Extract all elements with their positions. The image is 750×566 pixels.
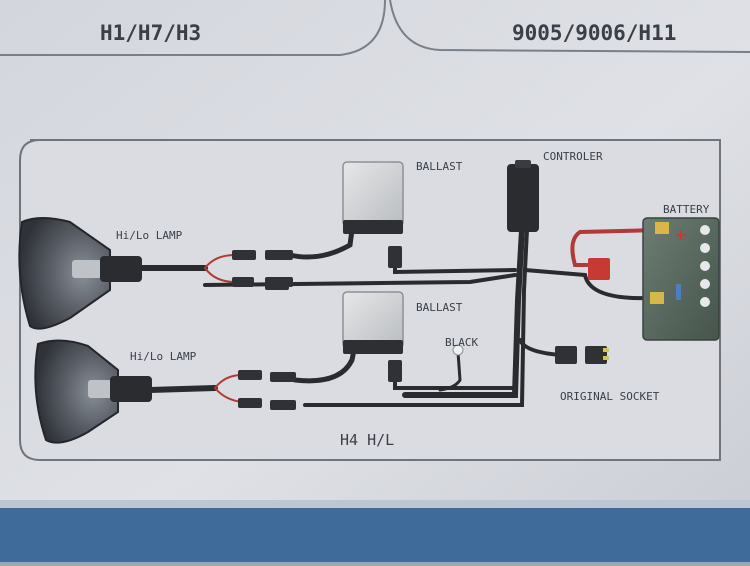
lower-connector-a: [238, 370, 262, 380]
lower-ballast-label: BALLAST: [416, 301, 463, 314]
battery-plus-sign: +: [676, 225, 686, 244]
lower-ballast-plug: [388, 360, 402, 382]
upper-ballast-output: [287, 227, 355, 260]
socket-plug-b: [585, 346, 607, 364]
upper-connector-b: [265, 250, 293, 260]
header-section: H1/H7/H3 9005/9006/H11: [0, 0, 750, 56]
upper-red-lead-2: [204, 267, 236, 283]
fuse-holder: [588, 258, 610, 280]
battery-negative-lead: [523, 268, 652, 301]
battery-cell-3: [700, 261, 710, 271]
upper-lamp-reflector: [18, 217, 111, 330]
black-label: BLACK: [445, 336, 478, 349]
left-tab-outline: [0, 0, 386, 56]
controller-label: CONTROLER: [543, 150, 603, 163]
battery-cell-2: [700, 243, 710, 253]
base-strip-edge: [0, 500, 750, 508]
upper-ballast-base: [343, 220, 403, 234]
ground-lug: [452, 344, 464, 356]
socket-pin-2: [603, 356, 609, 360]
labels: Hi/Lo LAMP Hi/Lo LAMP BALLAST BALLAST CO…: [116, 150, 710, 449]
controller-cap: [515, 160, 531, 168]
battery: +: [642, 217, 720, 341]
upper-ballast-body: [342, 161, 404, 227]
battery-cell-5: [700, 297, 710, 307]
upper-lamp: [18, 217, 142, 330]
battery-negative-terminal: [650, 292, 664, 304]
connectors: [232, 246, 610, 410]
upper-hi-wire: [203, 273, 517, 287]
lower-lamp-label: Hi/Lo LAMP: [130, 350, 197, 363]
battery-positive-terminal: [655, 222, 669, 234]
upper-ballast-plug: [388, 246, 402, 268]
upper-connector-e: [265, 282, 289, 290]
controller-body: [507, 164, 539, 232]
lower-connector-b: [270, 372, 296, 382]
socket-pin-1: [603, 348, 609, 352]
lower-ballast-output: [292, 347, 357, 384]
upper-connector-a: [232, 250, 256, 260]
battery-positive-lead: [570, 228, 660, 267]
right-tab-outline: [389, 0, 750, 53]
lower-lamp-cable: [147, 385, 218, 393]
upper-ballast: [342, 161, 404, 234]
diagram-footer-title: H4 H/L: [340, 431, 394, 449]
socket-lead: [518, 338, 562, 357]
right-tab-title: 9005/9006/H11: [512, 21, 676, 45]
upper-red-lead: [204, 254, 236, 269]
lower-lamp-socket: [110, 376, 152, 402]
base-strip: [0, 505, 750, 562]
original-socket-label: ORIGINAL SOCKET: [560, 390, 660, 403]
lower-ballast-body: [342, 291, 404, 349]
battery-minus-sign: [676, 284, 681, 300]
black-ground-wire: [438, 350, 462, 392]
lower-ballast-base: [343, 340, 403, 354]
battery-cell-1: [700, 225, 710, 235]
upper-ballast-label: BALLAST: [416, 160, 463, 173]
socket-plug-a: [555, 346, 577, 364]
battery-cell-4: [700, 279, 710, 289]
upper-lamp-bulb-base: [72, 260, 102, 278]
lower-connector-c: [238, 398, 262, 408]
lower-connector-d: [270, 400, 296, 410]
upper-lamp-label: Hi/Lo LAMP: [116, 229, 183, 242]
controller-trunk: [402, 227, 525, 398]
lower-hi-wire: [303, 228, 529, 407]
lower-ballast: [342, 291, 404, 354]
battery-label: BATTERY: [663, 203, 710, 216]
left-tab-title: H1/H7/H3: [100, 21, 201, 45]
upper-lamp-socket: [100, 256, 142, 282]
upper-connector-c: [232, 277, 254, 287]
lower-lamp-bulb-base: [88, 380, 114, 398]
controller: [507, 160, 539, 232]
lower-lamp-reflector: [34, 339, 119, 444]
lower-lamp: [34, 339, 152, 444]
battery-body: [642, 217, 720, 341]
